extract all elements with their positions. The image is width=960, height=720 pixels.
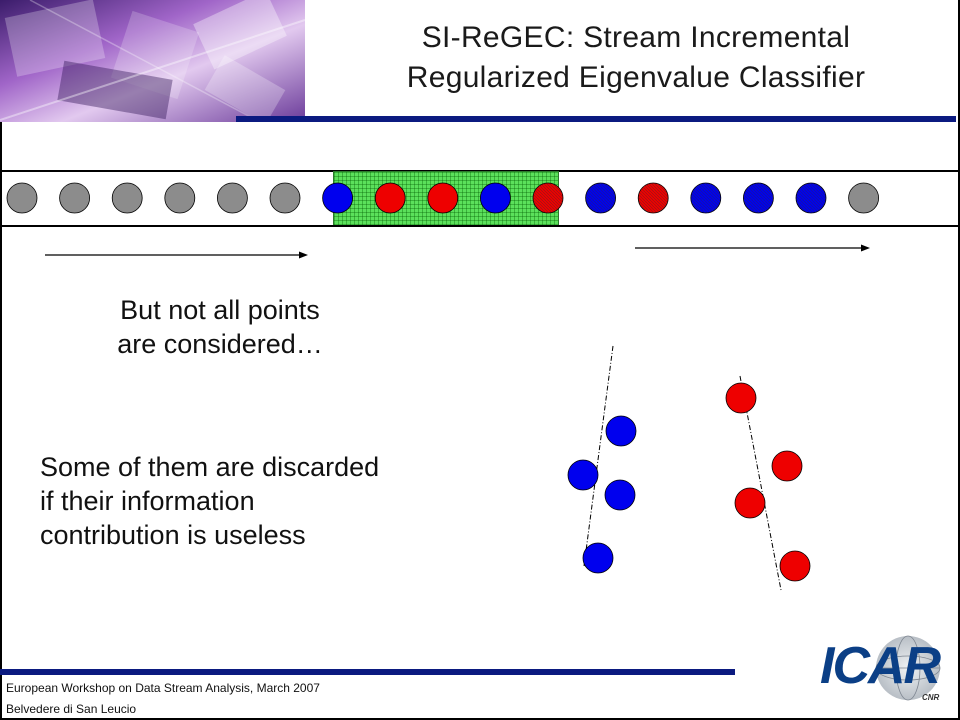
stream-bottom-line	[0, 225, 960, 227]
slide-title-line1: SI-ReGEC: Stream Incremental	[421, 21, 851, 54]
discard-text-line3: contribution is useless	[40, 520, 306, 550]
blue-class-points	[567, 415, 637, 574]
title-underline-bar	[236, 116, 956, 122]
footer-text: European Workshop on Data Stream Analysi…	[6, 678, 320, 720]
icar-logo-text: ICAR	[820, 637, 941, 695]
points-text-line1: But not all points	[120, 295, 320, 325]
discard-text-line2: if their information	[40, 486, 255, 516]
discard-text-line1: Some of them are discarded	[40, 452, 380, 482]
icar-logo: ICAR	[820, 636, 950, 696]
cnr-logo-text: CNR	[922, 693, 940, 702]
footer-bottom-line	[0, 718, 960, 720]
left-border	[0, 0, 2, 720]
logo-globe	[875, 635, 941, 701]
red-class-points	[725, 382, 811, 582]
right-border	[958, 0, 960, 720]
sliding-window	[333, 171, 559, 226]
points-text: But not all points are considered…	[40, 293, 400, 361]
footer-line2: Belvedere di San Leucio	[6, 702, 137, 716]
discard-text: Some of them are discarded if their info…	[40, 450, 379, 552]
arrow-past	[45, 251, 308, 259]
header-image	[0, 0, 306, 125]
blue-class-hyperplane	[583, 345, 614, 567]
slide-title-line2: Regularized Eigenvalue Classifier	[406, 61, 866, 94]
footer-bar	[0, 669, 735, 675]
footer-line1: European Workshop on Data Stream Analysi…	[6, 681, 320, 695]
slide-title: SI-ReGEC: Stream Incremental Regularized…	[318, 18, 954, 98]
red-class-hyperplane	[739, 375, 782, 591]
points-text-line2: are considered…	[117, 329, 323, 359]
arrow-future	[635, 244, 870, 252]
